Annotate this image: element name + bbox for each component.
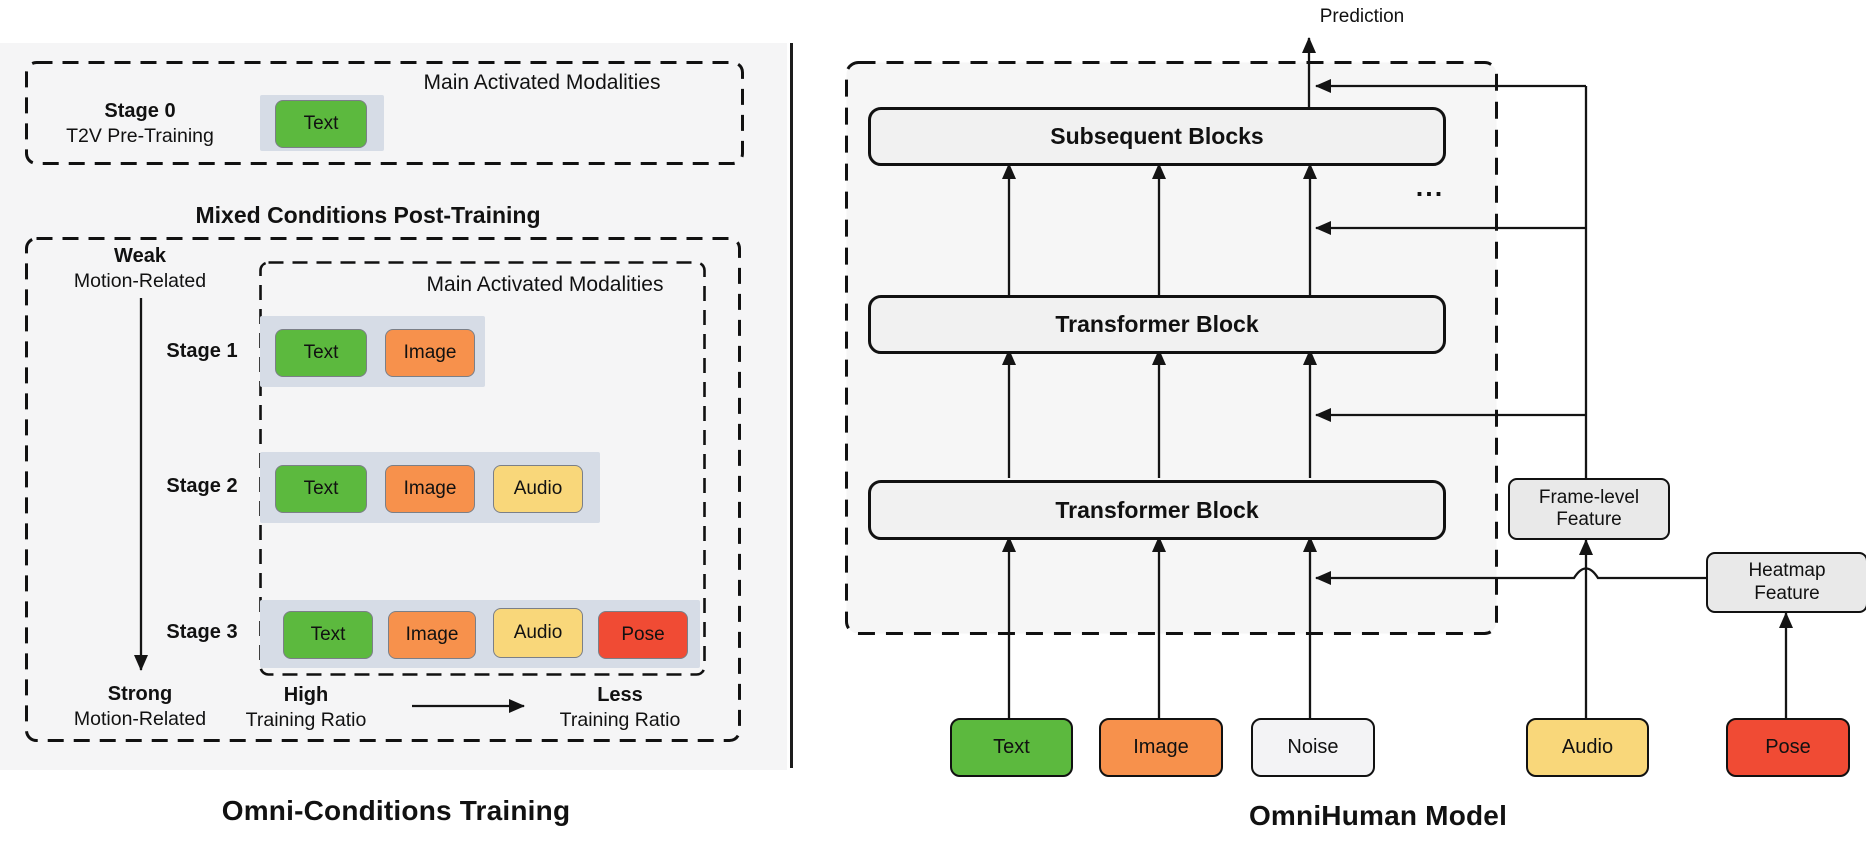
less-label-sub: Training Ratio	[559, 709, 681, 732]
stage2-chip-image: Image	[385, 465, 475, 513]
chip-label: Image	[405, 624, 459, 645]
weak-label: Weak Motion-Related	[74, 244, 206, 294]
feature-label-line2: Feature	[1556, 509, 1622, 530]
heatmap-inject-arrow	[1315, 567, 1706, 585]
stage0-label-sub: T2V Pre-Training	[66, 125, 214, 148]
block-label: Transformer Block	[1055, 311, 1259, 337]
high-label: High Training Ratio	[246, 683, 367, 733]
high-label-bold: High	[283, 684, 329, 706]
weak-label-bold: Weak	[114, 245, 166, 267]
chip-label: Text	[310, 624, 346, 645]
high-label-sub: Training Ratio	[245, 709, 367, 732]
left-panel-title: Omni-Conditions Training	[221, 795, 571, 826]
block-label: Transformer Block	[1055, 496, 1259, 523]
feature-label-line2: Feature	[1754, 582, 1820, 604]
stage2-label: Stage 2	[166, 475, 238, 497]
stage3-chip-pose: Pose	[598, 611, 688, 659]
subsequent-blocks-box: Subsequent Blocks	[868, 107, 1446, 166]
stage3-chip-audio: Audio	[493, 608, 583, 658]
input-chip-pose: Pose	[1726, 718, 1850, 777]
stage1-chip-text: Text	[275, 329, 367, 377]
chip-label: Audio	[1561, 736, 1614, 758]
stage3-chip-image: Image	[388, 611, 476, 659]
chip-label: Image	[403, 342, 457, 363]
post-training-dashed-box	[25, 237, 741, 742]
less-label: Less Training Ratio	[560, 683, 681, 733]
input-chip-text: Text	[950, 718, 1073, 777]
strong-label-sub: Motion-Related	[73, 708, 207, 731]
heatmap-feature-box: Heatmap Feature	[1706, 552, 1866, 613]
chip-label: Text	[303, 113, 339, 134]
stage0-modalities-title: Main Activated Modalities	[423, 71, 661, 94]
inner-modalities-title: Main Activated Modalities	[426, 273, 664, 296]
input-chip-image: Image	[1099, 718, 1223, 777]
chip-label: Pose	[1765, 736, 1811, 758]
panel-divider-line	[790, 43, 793, 768]
transformer-block-low-box: Transformer Block	[868, 480, 1446, 540]
feature-label-line1: Frame-level	[1538, 486, 1640, 508]
input-chip-noise: Noise	[1251, 718, 1375, 777]
stage3-chip-text: Text	[283, 611, 373, 659]
stage0-label: Stage 0 T2V Pre-Training	[66, 99, 214, 149]
chip-label: Text	[993, 736, 1030, 758]
stage0-label-bold: Stage 0	[104, 100, 176, 122]
stage0-dashed-box	[25, 61, 744, 165]
stage2-chip-text: Text	[275, 465, 367, 513]
chip-label: Noise	[1287, 736, 1339, 758]
less-label-bold: Less	[597, 684, 643, 706]
stage0-chip-text: Text	[275, 100, 367, 148]
chip-label: Image	[403, 478, 457, 499]
transformer-block-mid-box: Transformer Block	[868, 295, 1446, 354]
feature-label-line1: Heatmap	[1748, 560, 1826, 582]
stage3-label: Stage 3	[166, 621, 238, 643]
strong-label: Strong Motion-Related	[74, 682, 206, 732]
block-label: Subsequent Blocks	[1050, 123, 1264, 149]
stage2-chip-audio: Audio	[493, 465, 583, 513]
chip-label: Text	[303, 478, 339, 499]
ellipsis-more-blocks: ...	[1415, 172, 1445, 202]
inner-modalities-dashed-box	[259, 261, 706, 676]
prediction-label: Prediction	[1319, 6, 1405, 27]
chip-label: Pose	[621, 624, 665, 645]
stage1-label: Stage 1	[166, 340, 238, 362]
chip-label: Audio	[513, 622, 563, 643]
strong-label-bold: Strong	[107, 683, 173, 705]
chip-label: Image	[1133, 736, 1189, 758]
weak-label-sub: Motion-Related	[73, 270, 207, 293]
frame-level-feature-box: Frame-level Feature	[1508, 478, 1670, 540]
right-panel-title: OmniHuman Model	[1248, 800, 1508, 831]
chip-label: Text	[303, 342, 339, 363]
post-training-heading: Mixed Conditions Post-Training	[195, 202, 541, 228]
input-chip-audio: Audio	[1526, 718, 1649, 777]
chip-label: Audio	[513, 478, 563, 499]
stage1-chip-image: Image	[385, 329, 475, 377]
